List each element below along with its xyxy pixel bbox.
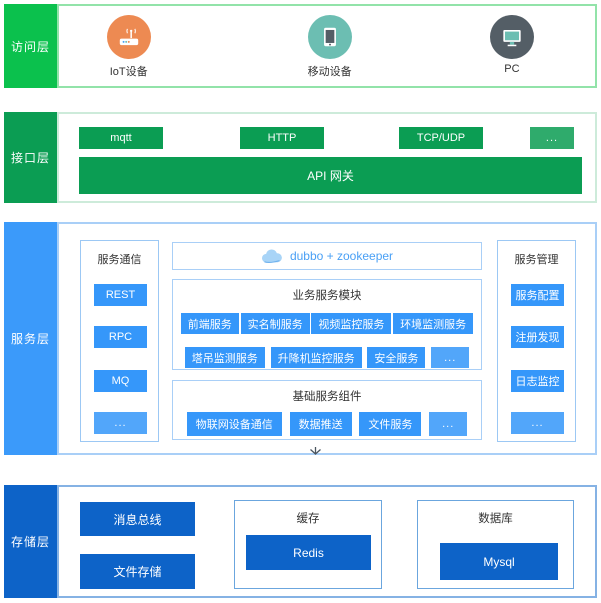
tablet-icon [307,15,352,59]
access-layer: 访问层 IoT设备 [4,4,597,88]
module-security: 安全服务 [367,347,426,368]
storage-layer-label: 存储层 [4,485,57,598]
business-row-2: 塔吊监测服务 升降机监控服务 安全服务 ... [173,347,481,368]
api-gateway-bar: API 网关 [79,157,582,194]
protocol-tcpudp: TCP/UDP [399,127,483,149]
registry-label: dubbo + zookeeper [289,249,394,263]
service-comm-title: 服务通信 [97,254,142,266]
comm-rest-block: REST [94,284,147,306]
storage-layer: 存储层 消息总线 文件存储 缓存 Redis 数据库 Mysql [4,485,597,598]
cloud-icon [261,248,283,264]
business-row-1: 前端服务 实名制服务 视频监控服务 环境监测服务 [173,313,481,334]
component-data-push: 数据推送 [289,412,352,436]
database-box: 数据库 Mysql [417,500,574,589]
module-frontend: 前端服务 [180,313,239,334]
cache-title: 缓存 [296,513,320,525]
service-mgmt-title: 服务管理 [514,254,559,266]
component-file-service: 文件服务 [359,412,422,436]
module-crane-monitor: 塔吊监测服务 [184,347,265,368]
mgmt-log-block: 日志监控 [511,370,564,392]
service-layer-content: 服务通信 REST RPC MQ ... dubbo + zookeeper 业… [57,222,597,455]
device-pc-label: PC [504,63,520,75]
comm-rpc-block: RPC [94,326,147,348]
mgmt-registry-block: 注册发现 [511,326,564,348]
comm-more-block: ... [94,412,147,434]
router-icon [106,15,151,59]
device-pc: PC [489,15,534,75]
service-mgmt-box: 服务管理 服务配置 注册发现 日志监控 ... [497,240,576,442]
interface-layer-label: 接口层 [4,112,57,203]
basic-components-box: 基础服务组件 物联网设备通信 数据推送 文件服务 ... [172,380,482,440]
service-comm-box: 服务通信 REST RPC MQ ... [80,240,159,442]
registry-box: dubbo + zookeeper [172,242,482,270]
basic-row: 物联网设备通信 数据推送 文件服务 ... [173,412,481,436]
protocol-mqtt: mqtt [79,127,163,149]
message-bus-block: 消息总线 [80,502,195,536]
device-mobile: 移动设备 [307,15,352,79]
redis-block: Redis [246,535,371,570]
interface-layer: 接口层 mqtt HTTP TCP/UDP ... API 网关 [4,112,597,203]
storage-layer-content: 消息总线 文件存储 缓存 Redis 数据库 Mysql [57,485,597,598]
monitor-icon [489,15,534,59]
module-video-monitor: 视频监控服务 [311,313,392,334]
basic-components-title: 基础服务组件 [292,391,362,403]
access-layer-label: 访问层 [4,4,57,88]
protocol-http: HTTP [240,127,324,149]
component-iot-comm: 物联网设备通信 [186,412,282,436]
mgmt-more-block: ... [511,412,564,434]
module-realname: 实名制服务 [240,313,310,334]
file-storage-block: 文件存储 [80,554,195,589]
business-modules-title: 业务服务模块 [292,290,362,302]
module-more: ... [431,347,470,368]
protocol-more: ... [530,127,574,149]
interface-layer-content: mqtt HTTP TCP/UDP ... API 网关 [57,112,597,203]
database-title: 数据库 [478,513,513,525]
mgmt-config-block: 服务配置 [511,284,564,306]
device-iot: IoT设备 [106,15,151,79]
down-arrow-icon [309,442,322,455]
module-lift-monitor: 升降机监控服务 [270,347,362,368]
cache-box: 缓存 Redis [234,500,382,589]
module-env-monitor: 环境监测服务 [393,313,474,334]
business-modules-box: 业务服务模块 前端服务 实名制服务 视频监控服务 环境监测服务 塔吊监测服务 升… [172,279,482,370]
service-layer: 服务层 服务通信 REST RPC MQ ... dubbo + zookeep… [4,222,597,455]
mysql-block: Mysql [440,543,558,580]
component-more: ... [429,412,468,436]
comm-mq-block: MQ [94,370,147,392]
device-iot-label: IoT设备 [109,66,148,78]
device-mobile-label: 移动设备 [307,66,352,78]
access-layer-content: IoT设备 移动设备 [57,4,597,88]
service-layer-label: 服务层 [4,222,57,455]
